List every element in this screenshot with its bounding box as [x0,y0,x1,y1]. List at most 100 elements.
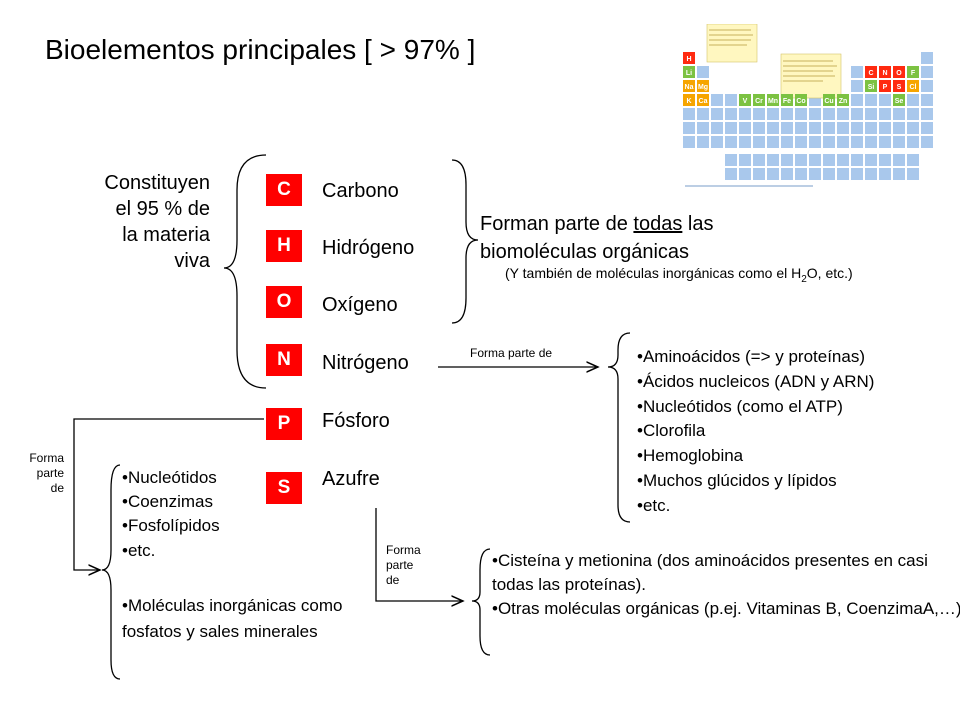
pt-cell [879,122,891,134]
element-symbol-c: C [266,174,302,206]
pt-cell [711,94,723,106]
pt-cell-highlight [739,94,751,106]
pt-symbol: K [686,98,691,105]
pt-cell [795,136,807,148]
pt-cell [837,122,849,134]
element-name-nitrogeno: Nitrógeno [322,352,409,374]
pt-cell [865,108,877,120]
pt-cell [837,136,849,148]
pt-cell [725,94,737,106]
list-item: Hemoglobina [637,444,874,469]
pt-cell [907,168,919,180]
pt-cell [795,168,807,180]
pt-cell [697,122,709,134]
list-item: Cisteína y metionina (dos aminoácidos pr… [492,549,960,597]
pt-symbol: Mn [768,98,778,105]
element-name-oxigeno: Oxígeno [322,294,398,316]
pt-cell [795,154,807,166]
element-name-fosforo: Fósforo [322,410,390,432]
pt-cell [739,154,751,166]
sulfur-molecule-list: Cisteína y metionina (dos aminoácidos pr… [492,549,960,621]
pt-symbol: Co [796,98,805,105]
phosphorus-inorganic: Moléculas inorgánicas como fosfatos y sa… [122,593,362,645]
pt-cell [865,122,877,134]
pt-cell [865,154,877,166]
pt-cell [781,122,793,134]
pt-cell [851,122,863,134]
pt-cell [739,136,751,148]
forman-suffix: las [682,213,714,235]
element-symbol-o: O [266,286,302,318]
constituyen-text: Constituyen el 95 % de la materia viva [104,172,210,272]
pt-cell-highlight [893,66,905,78]
pt-cell [851,80,863,92]
sulfur-arrow-label: Forma parte de [386,543,421,587]
pt-cell [683,136,695,148]
forman-parte-text: Forman parte de todas las biomoléculas o… [480,210,713,266]
pt-cell [907,154,919,166]
pt-cell [893,108,905,120]
pt-symbol: Si [868,84,875,91]
pt-cell [809,168,821,180]
pt-symbol: Cl [910,84,917,91]
pt-cell [809,122,821,134]
pt-cell-highlight [907,66,919,78]
pt-cell-highlight [781,94,793,106]
forman-note-pre: (Y también de moléculas inorgánicas como… [505,265,802,281]
page-title: Bioelementos principales [ > 97% ] [45,34,476,65]
brace-right-forman [451,159,479,324]
pt-cell [907,136,919,148]
list-item: Otras moléculas orgánicas (p.ej. Vitamin… [492,597,960,621]
pt-cell [879,168,891,180]
pt-cell [739,122,751,134]
pt-cell [809,136,821,148]
phosphorus-arrow-label: Forma parte de [29,451,64,495]
pt-cell-highlight [753,94,765,106]
pt-cell [697,108,709,120]
pt-cell [893,168,905,180]
pt-cell-highlight [907,80,919,92]
forman-note-sub: 2 [801,273,807,285]
list-item: etc. [122,539,220,563]
pt-cell [921,122,933,134]
pt-cell [837,154,849,166]
pt-symbol: Zn [839,98,848,105]
pt-symbol: Se [895,98,904,105]
list-item: Nucleótidos (como el ATP) [637,395,874,420]
pt-cell [739,108,751,120]
pt-symbol: F [911,70,916,77]
pt-cell [767,108,779,120]
pt-cell [725,108,737,120]
pt-symbol: Mg [698,84,708,91]
pt-symbol: Li [686,70,692,77]
pt-cell [879,108,891,120]
pt-cell [683,108,695,120]
pt-cell [767,154,779,166]
list-item: Clorofila [637,419,874,444]
nitrogen-arrow-label: Forma parte de [470,346,553,360]
pt-cell [893,136,905,148]
pt-cell-highlight [893,94,905,106]
pt-cell-highlight [837,94,849,106]
pt-cell [683,122,695,134]
pt-cell-highlight [767,94,779,106]
pt-cell [921,136,933,148]
pt-cell [921,94,933,106]
element-symbol-p: P [266,408,302,440]
pt-cell [851,168,863,180]
pt-cell [851,136,863,148]
pt-cell [781,108,793,120]
pt-cell [753,122,765,134]
pt-cell [781,168,793,180]
list-item: Aminoácidos (=> y proteínas) [637,345,874,370]
pt-cell [865,136,877,148]
pt-symbol: N [882,70,887,77]
list-item: Ácidos nucleicos (ADN y ARN) [637,370,874,395]
pt-cell [739,168,751,180]
pt-cell [823,168,835,180]
list-item: Fosfolípidos [122,514,220,538]
pt-cell [921,52,933,64]
pt-cell [795,108,807,120]
pt-symbol: Ca [699,98,708,105]
